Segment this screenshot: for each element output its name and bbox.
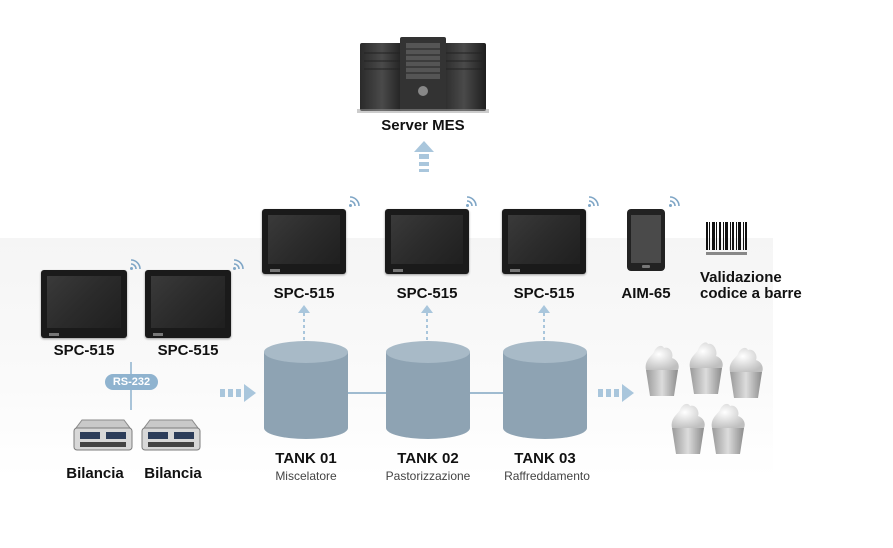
left-panel-1-label: SPC-515: [53, 342, 115, 359]
arrow-into-tank1: [220, 384, 256, 402]
left-panel-2-label: SPC-515: [157, 342, 219, 359]
top-panel-1-label: SPC-515: [273, 285, 335, 302]
tank-1-label: TANK 01: [275, 450, 337, 467]
wifi-icon: [466, 196, 477, 207]
tablet-icon: [627, 209, 665, 271]
pipe-tank1-tank2: [348, 392, 388, 394]
tablet-label: AIM-65: [621, 285, 671, 302]
arrow-tank2-to-panel: [421, 305, 433, 343]
ice-cream-cups-image: [645, 342, 763, 454]
top-panel-3-label: SPC-515: [513, 285, 575, 302]
tank-3-cylinder: [503, 341, 587, 439]
top-panel-3-monitor: [502, 209, 586, 274]
server-rack-icon: [357, 37, 489, 113]
scale-2-label: Bilancia: [144, 465, 202, 482]
arrow-tank1-to-panel: [298, 305, 310, 343]
tank-3-sublabel: Raffreddamento: [504, 469, 590, 483]
wifi-icon: [588, 196, 599, 207]
wifi-icon: [349, 196, 360, 207]
barcode-label-line2: codice a barre: [700, 285, 802, 302]
rs232-badge: RS-232: [105, 374, 158, 390]
arrow-out-of-tank3: [598, 384, 634, 402]
scale-icon: [141, 419, 201, 451]
tank-2-sublabel: Pastorizzazione: [385, 469, 471, 483]
top-panel-1-monitor: [262, 209, 346, 274]
tank-1-cylinder: [264, 341, 348, 439]
server-label: Server MES: [381, 117, 465, 134]
barcode-label-line1: Validazione: [700, 269, 782, 286]
wifi-icon: [130, 259, 141, 270]
scale-icon: [73, 419, 133, 451]
tank-3-label: TANK 03: [514, 450, 576, 467]
barcode-icon: [706, 222, 747, 255]
top-panel-2-label: SPC-515: [396, 285, 458, 302]
left-panel-2-monitor: [145, 270, 231, 338]
wifi-icon: [233, 259, 244, 270]
left-panel-1-monitor: [41, 270, 127, 338]
arrow-tank3-to-panel: [538, 305, 550, 343]
arrow-up-to-server: [414, 141, 434, 172]
scale-1-label: Bilancia: [66, 465, 124, 482]
ice-cream-cup: [645, 345, 679, 396]
tank-2-label: TANK 02: [397, 450, 459, 467]
wifi-icon: [669, 196, 680, 207]
tank-2-cylinder: [386, 341, 470, 439]
pipe-tank2-tank3: [468, 392, 504, 394]
tank-1-sublabel: Miscelatore: [275, 469, 337, 483]
top-panel-2-monitor: [385, 209, 469, 274]
